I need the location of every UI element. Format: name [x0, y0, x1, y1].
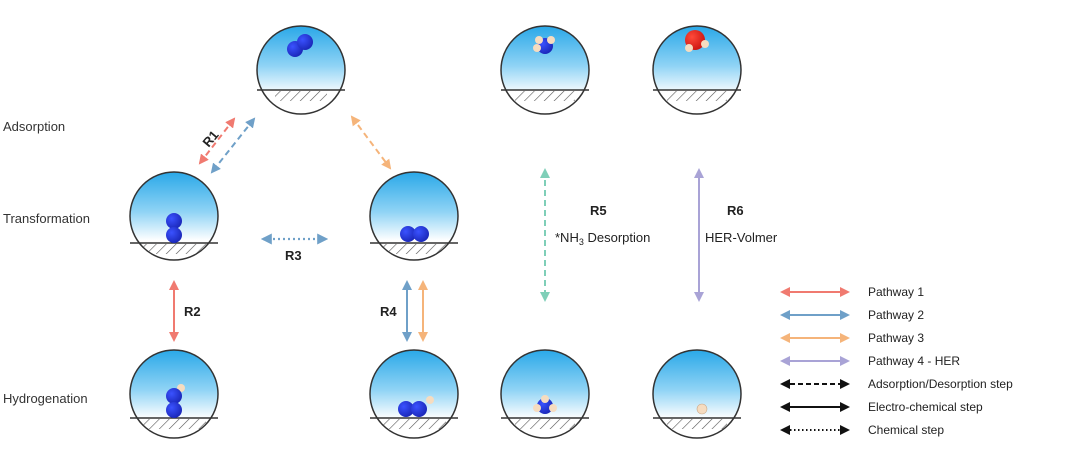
- nitrogen-atom: [411, 401, 427, 417]
- r5-description: *NH3 Desorption: [555, 230, 650, 247]
- legend-label: Electro-chemical step: [868, 400, 983, 414]
- bubble-n2-adsorbed-end-on: [256, 25, 346, 115]
- pathway3-adsorption-arrow: [350, 115, 392, 170]
- legend: Pathway 1 Pathway 2 Pathway 3 Pathway 4 - H…: [780, 285, 1013, 437]
- row-label-adsorption: Adsorption: [3, 119, 65, 134]
- bubble-nh3-adsorbed: [500, 25, 590, 115]
- legend-label: Pathway 2: [868, 308, 924, 322]
- nitrogen-atom: [413, 226, 429, 242]
- legend-label: Pathway 1: [868, 285, 924, 299]
- hydrogen-atom: [533, 404, 541, 412]
- nitrogen-atom: [166, 402, 182, 418]
- bubble-nh3-bottom: [500, 349, 590, 439]
- nitrogen-atom: [400, 226, 416, 242]
- r2-label: R2: [184, 304, 201, 319]
- legend-label: Pathway 4 - HER: [868, 354, 960, 368]
- r6-description: HER-Volmer: [705, 230, 778, 245]
- bubble-n2h-horizontal: [369, 349, 459, 439]
- hydrogen-atom: [547, 36, 555, 44]
- nitrogen-atom: [166, 227, 182, 243]
- nitrogen-atom: [166, 213, 182, 229]
- hydrogen-atom: [535, 36, 543, 44]
- hydrogen-atom: [541, 395, 549, 403]
- hydrogen-atom: [549, 404, 557, 412]
- bubble-h-adsorbed: [652, 349, 742, 439]
- legend-label: Pathway 3: [868, 331, 924, 345]
- hydrogen-atom: [533, 44, 541, 52]
- bubble-h2o-adsorbed: [652, 25, 742, 115]
- legend-label: Chemical step: [868, 423, 944, 437]
- hydrogen-atom: [696, 403, 708, 415]
- nitrogen-atom: [166, 388, 182, 404]
- legend-label: Adsorption/Desorption step: [868, 377, 1013, 391]
- nitrogen-atom: [398, 401, 414, 417]
- r6-label: R6: [727, 203, 744, 218]
- row-label-transformation: Transformation: [3, 211, 90, 226]
- r1-label: R1: [199, 127, 221, 149]
- r5-label: R5: [590, 203, 607, 218]
- hydrogen-atom: [426, 396, 434, 404]
- nitrogen-atom: [537, 398, 553, 414]
- hydrogen-atom: [701, 40, 709, 48]
- r4-label: R4: [380, 304, 397, 319]
- row-label-hydrogenation: Hydrogenation: [3, 391, 88, 406]
- bubble-n2h-vertical: [129, 349, 219, 439]
- bubble-n2-vertical: [129, 171, 219, 261]
- r3-label: R3: [285, 248, 302, 263]
- bubble-n2-horizontal: [369, 171, 459, 261]
- r1-arrow-pathway2: [210, 117, 256, 174]
- hydrogen-atom: [685, 44, 693, 52]
- nitrogen-atom: [297, 34, 313, 50]
